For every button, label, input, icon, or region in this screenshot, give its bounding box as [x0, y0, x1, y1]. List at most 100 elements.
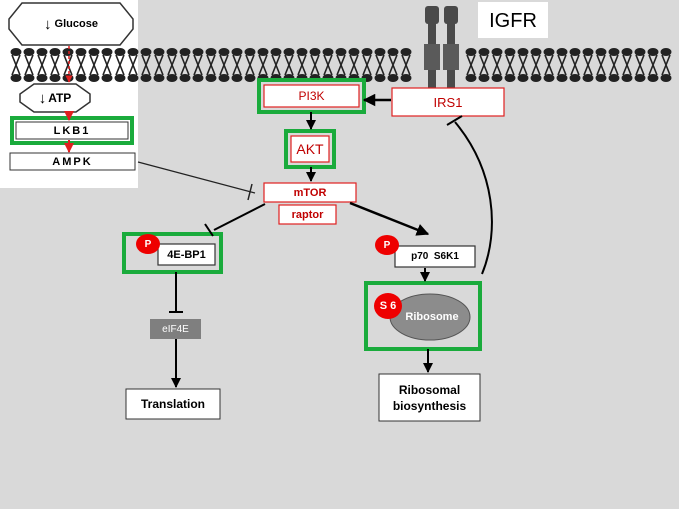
p70s6k1-label: p70 S6K1: [411, 251, 459, 262]
s6k1-inhibits-irs1: [454, 121, 493, 275]
lipid-head: [179, 74, 191, 82]
lipid-tail: [531, 54, 541, 76]
lipid-head: [621, 48, 633, 56]
lipid-head: [491, 48, 503, 56]
lipid-head: [283, 48, 295, 56]
4ebp1-phospho-text: P: [144, 238, 152, 250]
lipid-head: [166, 74, 178, 82]
4ebp1-highlight: [122, 232, 223, 274]
glucose-label: ↓ Glucose: [44, 15, 98, 33]
lipid-tail: [518, 54, 528, 76]
lipid-tail: [596, 54, 606, 76]
lipid-head: [504, 48, 516, 56]
lipid-tail: [297, 54, 307, 76]
lipid-head: [621, 74, 633, 82]
lipid-head: [62, 48, 74, 56]
lipid-head: [127, 48, 139, 56]
lipid-head: [140, 74, 152, 82]
ampk-label: AMPK: [52, 155, 93, 168]
lipid-head: [465, 48, 477, 56]
glucose-node: [8, 2, 134, 46]
lipid-head: [517, 48, 529, 56]
lipid-tail: [89, 54, 99, 76]
lipid-tail: [37, 54, 47, 76]
lipid-tail: [63, 54, 73, 76]
lipid-head: [101, 48, 113, 56]
raptor-node: [278, 204, 337, 225]
lipid-head: [647, 74, 659, 82]
lipid-tail: [284, 54, 294, 76]
lipid-head: [270, 48, 282, 56]
lipid-tail: [11, 54, 21, 76]
atp-node: [19, 83, 91, 113]
lipid-head: [647, 48, 659, 56]
mtor-inhibits-4ebp1-bar: [204, 223, 214, 237]
lipid-head: [361, 48, 373, 56]
lipid-head: [36, 48, 48, 56]
eif4e-label: eIF4E: [162, 323, 189, 335]
lipid-head: [205, 74, 217, 82]
lipid-head: [192, 74, 204, 82]
lipid-head: [166, 48, 178, 56]
lipid-head: [101, 74, 113, 82]
lipid-tail: [50, 54, 60, 76]
ampk-node: [9, 152, 136, 171]
lipid-head: [387, 48, 399, 56]
s6k1-inhibits-irs1-bar: [446, 115, 463, 126]
lipid-head: [374, 74, 386, 82]
lipid-head: [660, 48, 672, 56]
lipid-head: [530, 48, 542, 56]
lipid-head: [114, 74, 126, 82]
lipid-head: [400, 74, 412, 82]
lipid-head: [582, 74, 594, 82]
lipid-tail: [24, 54, 34, 76]
lipid-tail: [609, 54, 619, 76]
igfr-receptor: [424, 6, 459, 92]
lipid-head: [478, 48, 490, 56]
ampk-inhibits-mtor: [137, 161, 256, 194]
lipid-head: [88, 48, 100, 56]
atp-label: ↓ ATP: [38, 89, 72, 107]
lipid-tail: [349, 54, 359, 76]
lipid-head: [556, 48, 568, 56]
lipid-head: [218, 48, 230, 56]
lipid-head: [140, 48, 152, 56]
lipid-tail: [375, 54, 385, 76]
lipid-head: [10, 74, 22, 82]
lipid-head: [23, 74, 35, 82]
mtor-label: mTOR: [293, 186, 327, 199]
lkb1-label: LKB1: [53, 124, 91, 137]
lipid-head: [75, 48, 87, 56]
lipid-head: [88, 74, 100, 82]
ribosome-label: Ribosome: [405, 311, 459, 323]
lipid-head: [530, 74, 542, 82]
lipid-head: [49, 48, 61, 56]
lipid-tail: [128, 54, 138, 76]
lipid-head: [543, 48, 555, 56]
lipid-tail: [388, 54, 398, 76]
lipid-head: [582, 48, 594, 56]
lipid-tail: [466, 54, 476, 76]
4ebp1-node: [157, 243, 216, 266]
lipid-head: [556, 74, 568, 82]
lipid-tail: [167, 54, 177, 76]
lipid-head: [127, 74, 139, 82]
ribosome-highlight: [364, 281, 482, 351]
mtor-inhibits-4ebp1: [213, 203, 266, 231]
lkb1-node: [15, 121, 129, 140]
down-arrow-icon: ↓: [38, 89, 47, 107]
p70s6k1-phospho-badge: [375, 235, 399, 255]
lipid-tail: [583, 54, 593, 76]
lipid-tail: [76, 54, 86, 76]
lipid-head: [244, 48, 256, 56]
lipid-tail: [258, 54, 268, 76]
biosynthesis-label: Ribosomal biosynthesis: [379, 374, 480, 421]
lipid-tail: [635, 54, 645, 76]
eif4e-node: [150, 319, 201, 339]
irs1-label: IRS1: [433, 94, 463, 110]
lipid-tail: [336, 54, 346, 76]
4ebp1-phospho-badge: [136, 234, 160, 254]
lipid-tail: [661, 54, 671, 76]
lipid-head: [465, 74, 477, 82]
